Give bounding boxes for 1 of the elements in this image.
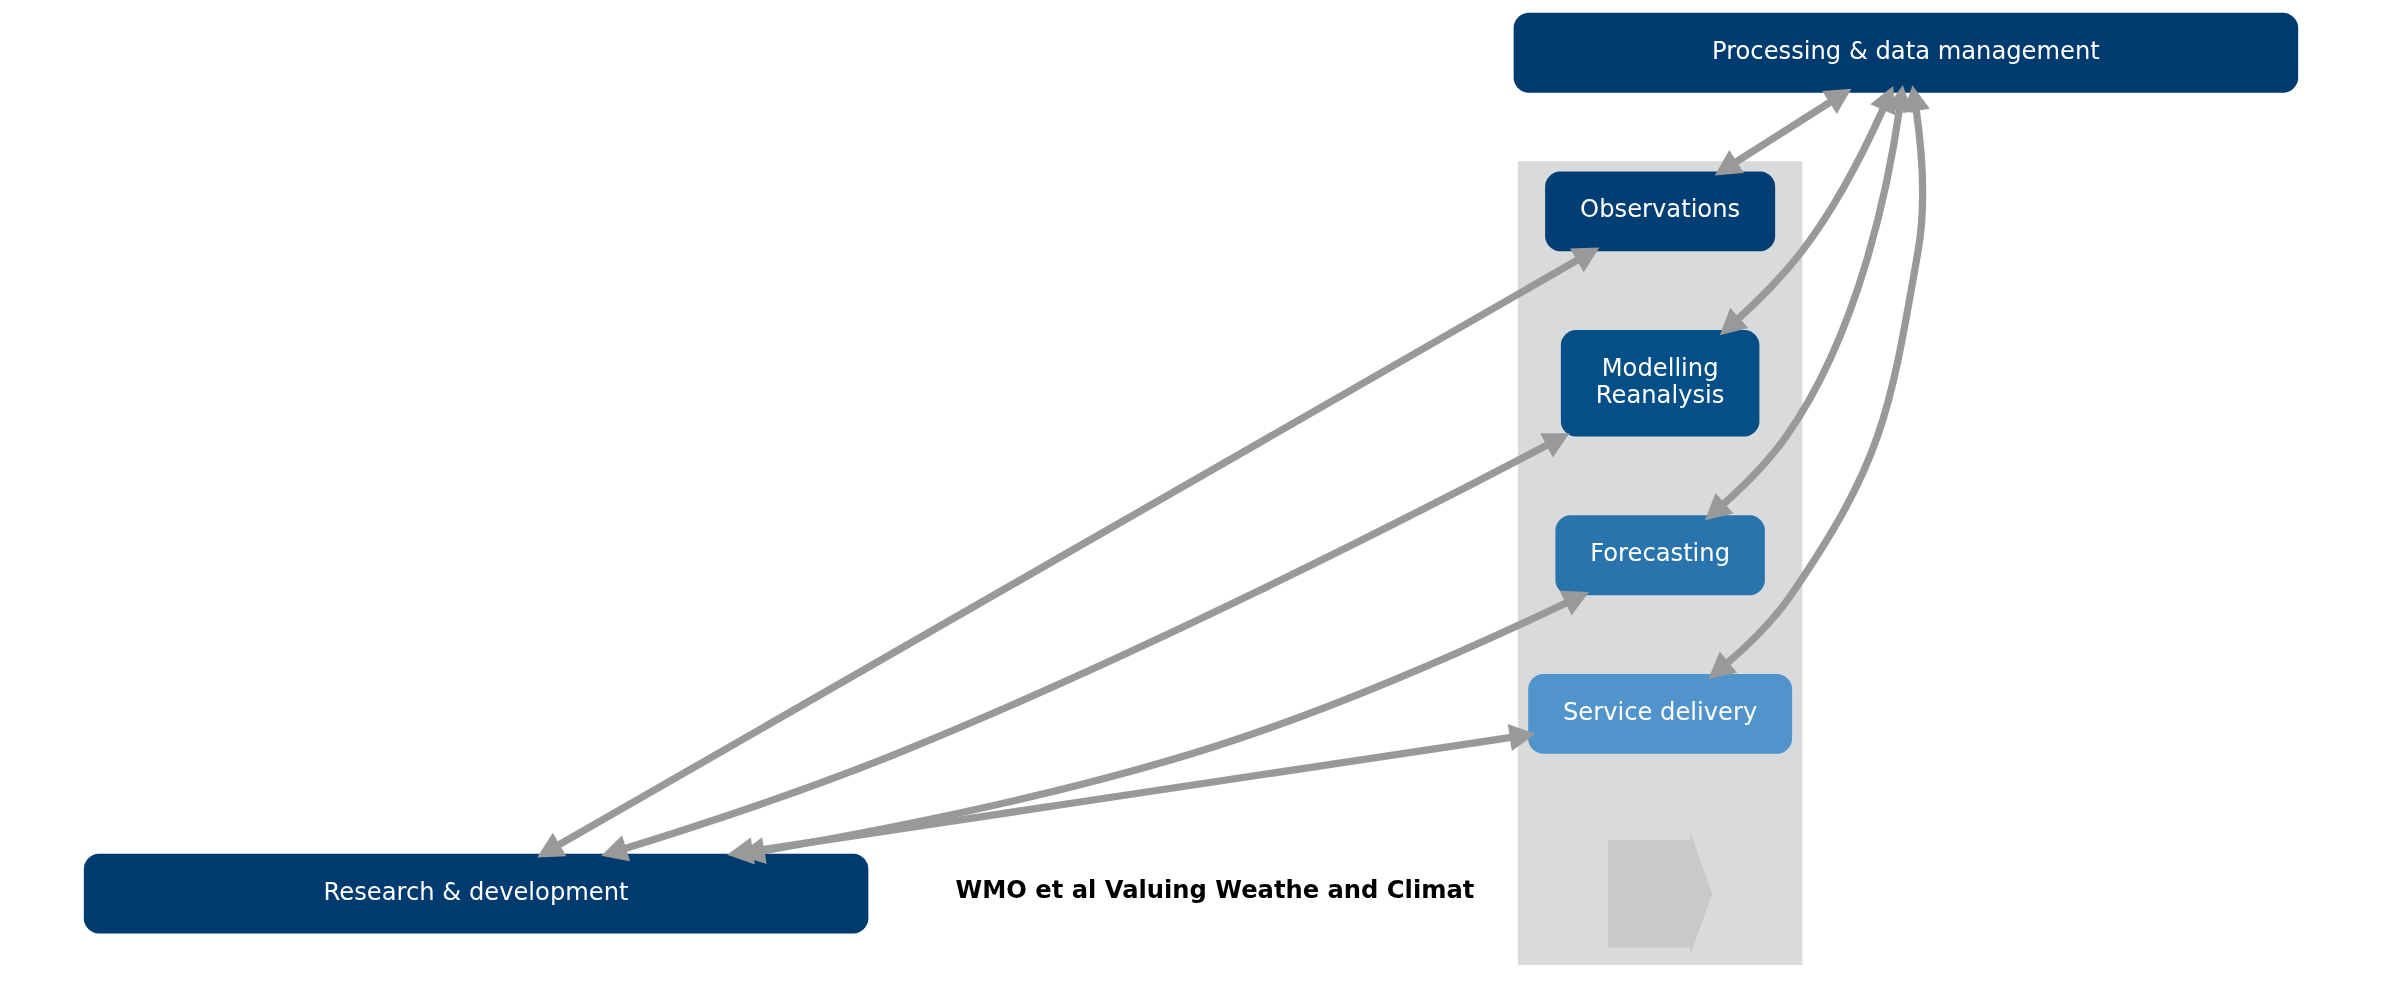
label: WMO et al Valuing Weathe and Climat [955,876,1475,905]
